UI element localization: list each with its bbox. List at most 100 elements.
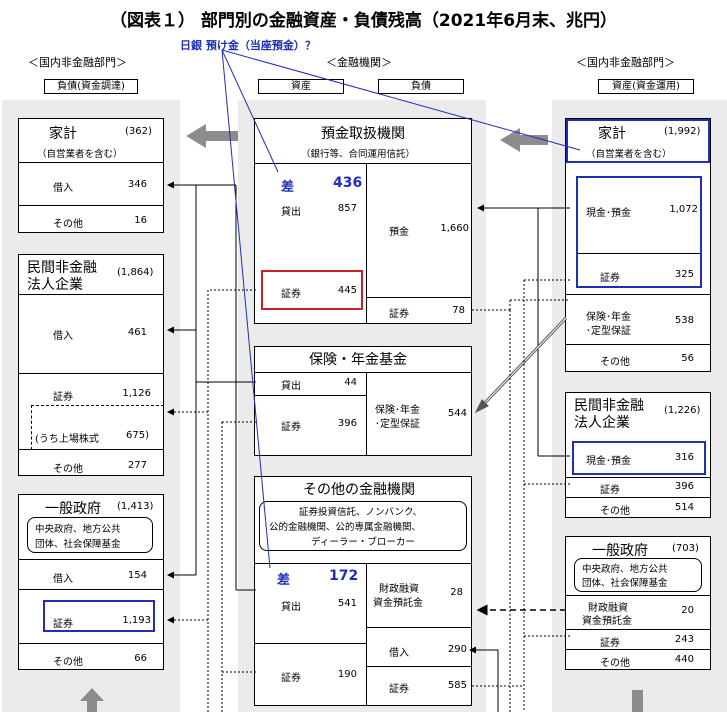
right-gov-row-value: 243: [674, 634, 694, 645]
right-corp-cash-highlight: [572, 441, 706, 475]
other-sub-2: 公的金融機関、公的専属金融機関、: [269, 522, 422, 533]
left-gov-row-label: その他: [53, 657, 83, 668]
left-gov-row-value: 66: [134, 653, 147, 664]
left-gov-sub-2: 団体、社会保障基金: [35, 539, 121, 550]
other-liab-fund-label-2: 資金預託金: [373, 598, 423, 609]
right-gov-sub-2: 団体、社会保障基金: [582, 578, 668, 589]
header-left: ＜国内非金融部門＞: [28, 56, 127, 69]
left-corp-box: 民間非金融 法人企業 (1,864) 借入 461 証券 1,126 (うち上場…: [18, 254, 164, 476]
right-gov-row-label-2: 資金預託金: [582, 616, 632, 627]
right-gov-row-label: 財政融資: [588, 603, 628, 614]
left-household-row-value: 16: [134, 215, 147, 226]
tag-center-assets: 資産: [258, 79, 344, 94]
left-household-sub: （自営業者を含む）: [37, 149, 123, 160]
insurance-title: 保険・年金基金: [309, 352, 407, 368]
right-gov-title: 一般政府: [592, 543, 648, 559]
deposit-liab-label: 証券: [389, 309, 409, 320]
left-corp-title-1: 民間非金融: [27, 260, 97, 276]
right-gov-sub-1: 中央政府、地方公共: [582, 564, 668, 575]
page-title: （図表１） 部門別の金融資産・負債残高（2021年6月末、兆円）: [109, 11, 618, 31]
left-gov-sub-1: 中央政府、地方公共: [35, 524, 121, 535]
insurance-liab-value: 544: [447, 408, 467, 419]
deposit-asset-value: 445: [337, 285, 357, 296]
other-liab-label: 証券: [389, 684, 409, 695]
other-asset-value: 541: [337, 598, 357, 609]
right-corp-row-value: 514: [674, 502, 694, 513]
insurance-liab-label-1: 保険･年金: [375, 405, 420, 416]
right-gov-row-value: 20: [681, 605, 694, 616]
left-corp-row-value: 277: [127, 460, 147, 471]
right-gov-row-value: 440: [674, 654, 694, 665]
tag-right-assets: 資産(資金運用): [598, 79, 694, 94]
other-liab-label: 借入: [389, 648, 409, 659]
right-corp-row-label: 証券: [600, 485, 620, 496]
right-household-row-value: 1,072: [669, 204, 698, 215]
insurance-asset-label: 証券: [281, 422, 301, 433]
right-household-row-value: 325: [674, 269, 694, 280]
right-gov-box: 一般政府 (703) 中央政府、地方公共 団体、社会保障基金 財政融資 資金預託…: [565, 536, 711, 670]
left-gov-row-label: 借入: [53, 574, 73, 585]
other-sub-3: ディーラー・ブローカー: [311, 537, 415, 548]
left-corp-row-value: 675): [126, 430, 149, 441]
insurance-liab-label-2: ･定型保証: [375, 419, 420, 430]
deposit-title: 預金取扱機関: [321, 126, 405, 142]
left-corp-row-value: 1,126: [122, 388, 151, 399]
other-institutions-box: その他の金融機関 証券投資信託、ノンバンク、 公的金融機関、公的専属金融機関、 …: [254, 476, 472, 706]
gray-arrow-left: [186, 124, 238, 148]
left-corp-row-label: その他: [53, 464, 83, 475]
deposit-institutions-box: 預金取扱機関 （銀行等、合同運用信託） 差 436 貸出 857 証券 445 …: [254, 118, 472, 324]
right-household-cash-securities-highlight: [576, 176, 702, 288]
right-corp-row-label: 現金･預金: [586, 456, 631, 467]
header-center: ＜金融機関＞: [326, 56, 392, 69]
insurance-asset-label: 貸出: [281, 381, 301, 392]
deposit-asset-label: 貸出: [281, 207, 301, 218]
left-household-row-value: 346: [127, 179, 147, 190]
deposit-sub: （銀行等、合同運用信託）: [301, 149, 416, 160]
other-diff-label: 差: [277, 573, 291, 588]
other-liab-fund-value: 28: [450, 587, 463, 598]
right-household-row-label: 保険･年金: [586, 312, 631, 323]
deposit-liab-value: 1,660: [440, 223, 469, 234]
left-corp-row-label: 借入: [53, 331, 73, 342]
right-household-title: 家計: [598, 126, 626, 142]
left-corp-title-2: 法人企業: [27, 277, 83, 293]
left-gov-row-label: 証券: [53, 619, 73, 630]
right-household-row-label: 証券: [600, 273, 620, 284]
right-gov-total: (703): [672, 543, 699, 554]
right-corp-box: 民間非金融 法人企業 (1,226) 現金･預金 316 証券 396 その他 …: [565, 392, 711, 518]
deposit-diff-value: 436: [333, 175, 363, 191]
annotation-boj-deposit: 日銀 預け金（当座預金）？: [180, 39, 316, 52]
left-gov-box: 一般政府 (1,413) 中央政府、地方公共 団体、社会保障基金 借入 154 …: [18, 494, 164, 670]
right-household-sub: （自営業者を含む）: [586, 149, 672, 160]
right-household-row-label-2: ･定型保証: [586, 326, 631, 337]
right-household-row-label: 現金･預金: [586, 208, 631, 219]
header-right: ＜国内非金融部門＞: [576, 56, 675, 69]
right-household-row-value: 538: [674, 315, 694, 326]
insurance-asset-value: 396: [337, 418, 357, 429]
left-household-row-label: 借入: [53, 183, 73, 194]
left-gov-securities-highlight: [43, 600, 155, 632]
right-corp-total: (1,226): [664, 405, 701, 416]
tag-center-liabilities: 負債: [378, 79, 464, 94]
other-asset-label: 証券: [281, 673, 301, 684]
right-corp-row-value: 316: [674, 452, 694, 463]
tag-left-liabilities: 負債(資金調達): [44, 79, 138, 94]
right-household-box: 家計 (1,992) （自営業者を含む） 現金･預金 1,072 証券 325 …: [565, 118, 711, 372]
right-household-row-value: 56: [681, 353, 694, 364]
other-sub-1: 証券投資信託、ノンバンク、: [299, 507, 423, 518]
gray-arrow-right: [500, 128, 548, 152]
right-corp-row-value: 396: [674, 481, 694, 492]
left-gov-row-value: 154: [127, 570, 147, 581]
right-gov-row-label: その他: [600, 658, 630, 669]
other-diff-value: 172: [329, 568, 359, 584]
right-household-row-label: その他: [600, 357, 630, 368]
other-liab-value: 585: [447, 680, 467, 691]
right-corp-row-label: その他: [600, 506, 630, 517]
left-corp-total: (1,864): [117, 267, 154, 278]
other-asset-label: 貸出: [281, 602, 301, 613]
left-household-title: 家計: [49, 126, 77, 142]
deposit-diff-label: 差: [281, 180, 295, 195]
left-household-total: (362): [125, 126, 152, 137]
right-gov-row-label: 証券: [600, 638, 620, 649]
insurance-box: 保険・年金基金 貸出 44 証券 396 保険･年金 ･定型保証 544: [254, 346, 472, 456]
